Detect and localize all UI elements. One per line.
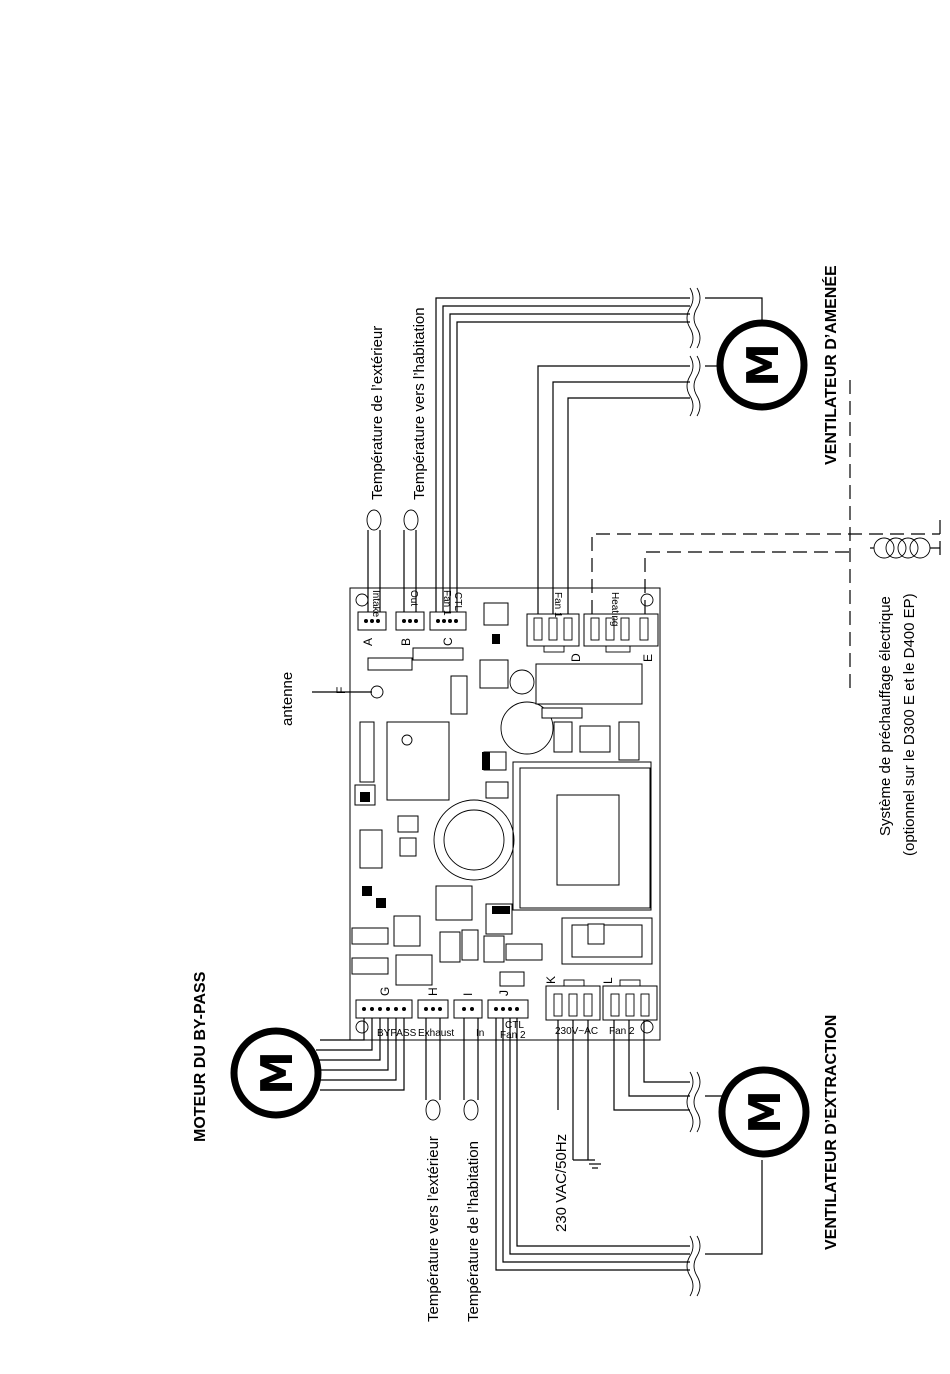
connector-letter-E: E <box>641 654 655 662</box>
connector-B <box>395 611 425 631</box>
connector-G <box>355 999 413 1019</box>
connector-letter-A: A <box>361 638 375 646</box>
bypass-motor-letter: M <box>252 1051 303 1095</box>
connector-K <box>545 979 601 1021</box>
connector-D <box>526 613 580 653</box>
connector-letter-B: B <box>399 638 413 646</box>
connector-I <box>453 999 483 1019</box>
label-preheat-line1: Système de préchauffage électrique <box>877 596 894 836</box>
wires-bypass-motor <box>316 1018 405 1091</box>
label-temp-habitation: Température de l’habitation <box>465 1141 482 1322</box>
connector-C <box>429 611 467 631</box>
wires-power-supply <box>557 1020 601 1169</box>
pin-label-fan1: Fan 1 <box>552 592 563 618</box>
label-preheat-line2: (optionnel sur le D300 E et le D400 EP) <box>901 593 918 856</box>
label-temp-exterieur: Température de l’extérieur <box>369 326 386 500</box>
connector-A <box>357 611 387 631</box>
label-power-supply: 230 VAC/50Hz <box>553 1134 570 1232</box>
pin-label-ac: 230V~AC <box>555 1026 598 1037</box>
pin-label-heating: Heating <box>609 592 620 626</box>
wire-break-marks-top <box>686 287 701 417</box>
supply-fan-motor-letter: M <box>738 343 789 387</box>
pin-label-ctl-bottom: CTL <box>505 1020 524 1031</box>
wires-temp-sensors-bottom <box>425 1018 479 1121</box>
extract-fan-title: VENTILATEUR D’EXTRACTION <box>823 1015 840 1250</box>
connector-letter-H: H <box>426 987 440 996</box>
wires-temp-sensors-top <box>366 509 419 612</box>
wires-fan2-power <box>613 1020 722 1111</box>
pin-label-fan2-ctl: Fan 2 <box>500 1030 526 1041</box>
connector-letter-L: L <box>601 977 615 984</box>
extract-fan-motor-icon: M <box>718 1066 810 1158</box>
pin-label-ctl-top: CTL <box>452 592 463 611</box>
wires-fan2-ctl <box>495 1018 763 1271</box>
connector-L <box>602 979 658 1021</box>
control-board <box>349 587 661 1041</box>
connector-letter-J: J <box>497 990 511 996</box>
label-temp-vers-exterieur: Température vers l’extérieur <box>425 1136 442 1322</box>
extract-fan-motor-letter: M <box>740 1090 791 1134</box>
connector-letter-I: I <box>461 993 475 996</box>
pin-label-fan1-ctl: Fan 1 <box>441 590 452 616</box>
connector-letter-G: G <box>378 987 392 996</box>
pin-label-intake: Intake <box>370 590 381 618</box>
connector-letter-C: C <box>441 637 455 646</box>
pin-label-exhaust: Exhaust <box>418 1028 454 1039</box>
supply-fan-motor-icon: M <box>716 319 808 411</box>
supply-fan-title: VENTILATEUR D’AMENÉE <box>821 265 840 465</box>
connector-letter-D: D <box>569 653 583 662</box>
heater-coil-icon <box>870 537 940 559</box>
bypass-motor-title: MOTEUR DU BY-PASS <box>192 971 209 1142</box>
connector-H <box>417 999 449 1019</box>
label-temp-vers-habitation: Température vers l’habitation <box>411 307 428 500</box>
wires-fan1-power <box>537 365 722 614</box>
wires-heating <box>591 380 941 690</box>
pin-label-out: Out <box>408 590 419 606</box>
connector-letter-K: K <box>544 976 558 984</box>
label-antenne: antenne <box>279 672 296 726</box>
wires-fan1-ctl <box>435 297 763 612</box>
pin-label-in: In <box>476 1028 484 1039</box>
bypass-motor-icon: M <box>230 1027 322 1119</box>
pin-label-fan2: Fan 2 <box>609 1026 635 1037</box>
wire-break-marks-bottom <box>686 1071 701 1297</box>
pin-label-bypass: BYPASS <box>377 1028 417 1039</box>
connector-J <box>487 999 529 1019</box>
connector-letter-F: F <box>334 687 348 694</box>
connector-E <box>583 613 659 653</box>
